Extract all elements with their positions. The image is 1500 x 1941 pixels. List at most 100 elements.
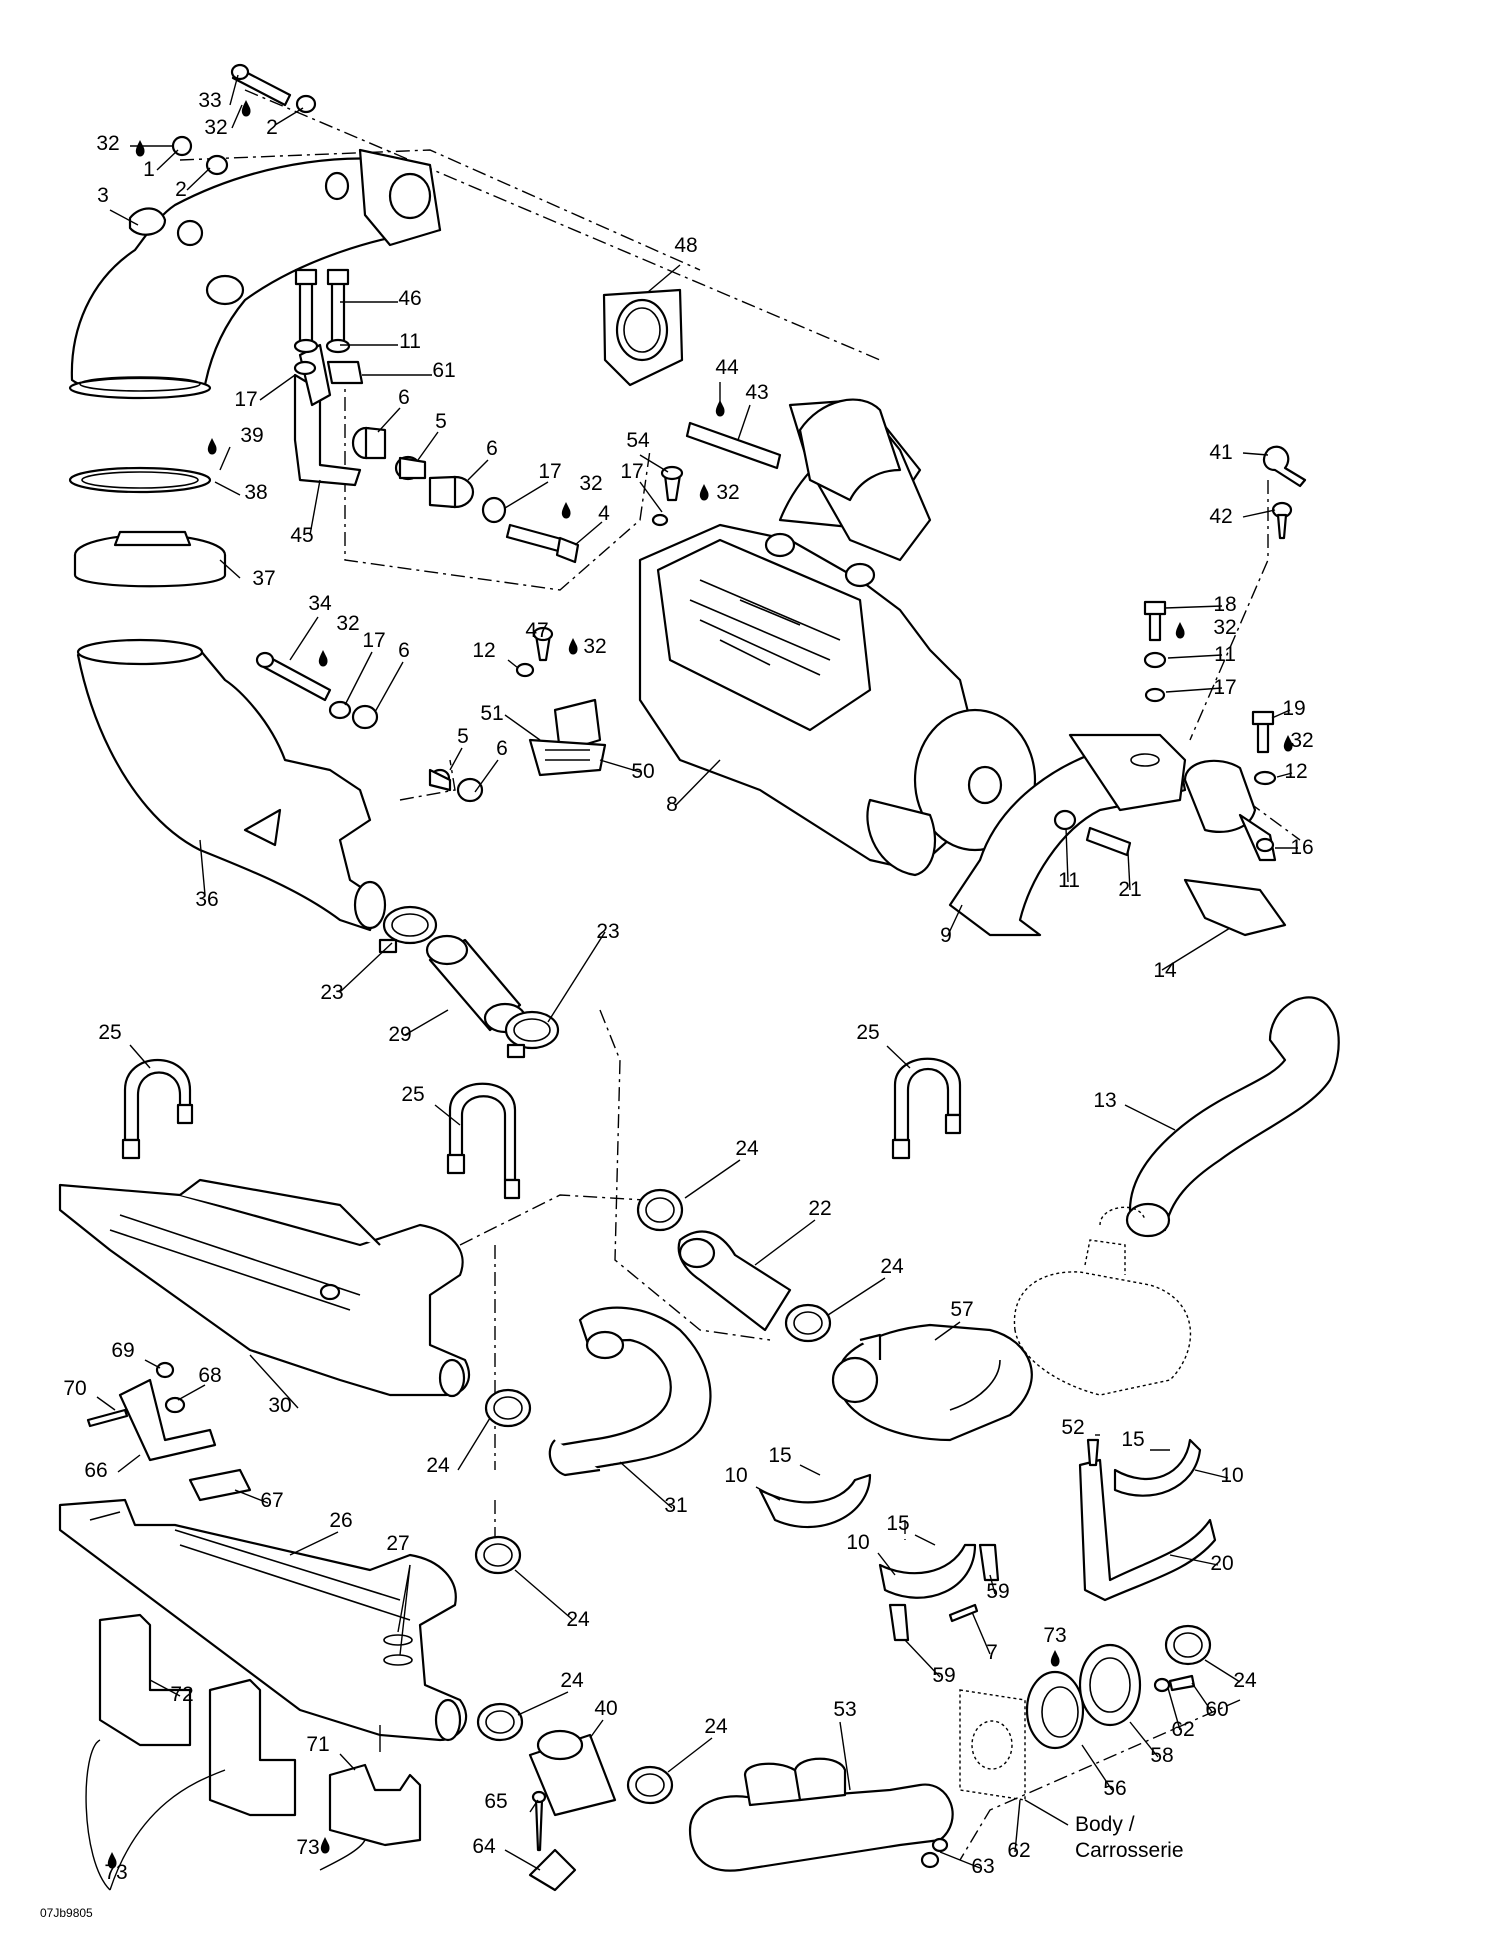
callout-c19: 19	[1282, 697, 1305, 720]
callout-c4: 4	[598, 502, 610, 525]
callout-c32f: 32	[583, 635, 606, 658]
callout-c10a: 10	[1220, 1464, 1243, 1487]
callout-c6c: 6	[398, 639, 410, 662]
screw-42	[1271, 501, 1293, 540]
callout-c67: 67	[260, 1489, 283, 1512]
clamp-24-g	[626, 1765, 674, 1805]
clamp-24-e	[476, 1702, 524, 1742]
callout-c73b: 73	[104, 1861, 127, 1884]
callout-c36: 36	[195, 888, 218, 911]
callout-c25c: 25	[401, 1083, 424, 1106]
callout-c52: 52	[1061, 1416, 1084, 1439]
fitting-51	[515, 626, 607, 777]
washer-11-bolt-21	[1053, 809, 1132, 857]
callout-c59a: 59	[986, 1580, 1009, 1603]
strap-25-right	[891, 1057, 962, 1160]
callout-c24a: 24	[735, 1137, 759, 1160]
callout-c48: 48	[674, 234, 697, 257]
bracket-10-right	[1113, 1438, 1202, 1497]
callout-c69: 69	[111, 1339, 134, 1362]
callout-c1: 1	[143, 158, 155, 181]
callout-c24d: 24	[566, 1608, 590, 1631]
callout-c63: 63	[971, 1855, 994, 1878]
oil-drop-icon	[207, 438, 217, 455]
callout-c5a: 5	[435, 410, 447, 433]
foam-block-71	[328, 1763, 422, 1847]
callout-c17c: 17	[620, 460, 643, 483]
foam-block-72-right	[208, 1678, 297, 1817]
clamp-37	[73, 530, 227, 588]
callout-c32c: 32	[579, 472, 602, 495]
callout-c23b: 23	[320, 981, 343, 1004]
manifold-36	[76, 638, 387, 932]
gasket-48	[602, 288, 684, 387]
callout-c70: 70	[63, 1377, 86, 1400]
callout-c21: 21	[1118, 878, 1141, 901]
flange-56	[1025, 1670, 1085, 1750]
oil-drop-icon	[318, 650, 328, 667]
figure-code: 07Jb9805	[40, 1906, 93, 1920]
callout-c24c: 24	[426, 1454, 450, 1477]
callout-c73c: 73	[296, 1836, 319, 1859]
callout-c17d: 17	[362, 629, 385, 652]
callout-c26: 26	[329, 1509, 352, 1532]
callout-c37: 37	[252, 567, 275, 590]
callout-c14: 14	[1153, 959, 1177, 982]
callout-c34: 34	[308, 592, 332, 615]
callout-c32b: 32	[96, 132, 119, 155]
clamp-24-b	[784, 1303, 832, 1343]
oil-drop-icon	[1175, 622, 1185, 639]
leader-lines	[96, 74, 1298, 1871]
callout-c45: 45	[290, 524, 313, 547]
callout-c59b: 59	[932, 1664, 955, 1687]
strap-25-left	[121, 1059, 194, 1160]
callout-c24e: 24	[560, 1669, 584, 1692]
callout-c25a: 25	[98, 1021, 121, 1044]
callout-c2b: 2	[175, 178, 187, 201]
callout-c30: 30	[268, 1394, 291, 1417]
callout-c32d: 32	[716, 481, 739, 504]
bracket-45	[293, 343, 362, 487]
callout-c11c: 11	[1058, 869, 1080, 892]
bolts-right	[1143, 600, 1277, 786]
callout-c24b: 24	[880, 1255, 904, 1278]
oil-drop-icon	[715, 400, 725, 417]
spacer-set-upper	[351, 426, 580, 564]
coupler-22	[677, 1230, 792, 1332]
callout-c13: 13	[1093, 1089, 1116, 1112]
clamp-24-a	[636, 1188, 684, 1232]
callout-c62b: 62	[1007, 1839, 1030, 1862]
callout-c10c: 10	[846, 1531, 869, 1554]
callout-c68: 68	[198, 1364, 221, 1387]
tie-41	[1262, 445, 1307, 488]
callout-c50: 50	[631, 760, 654, 783]
arrows-72	[85, 1725, 381, 1891]
callout-c33: 33	[198, 89, 221, 112]
callout-c12b: 12	[1284, 760, 1307, 783]
callout-c40: 40	[594, 1697, 617, 1720]
callout-c27: 27	[386, 1532, 409, 1555]
callout-c64: 64	[472, 1835, 496, 1858]
callout-c73a: 73	[1043, 1624, 1066, 1647]
callout-c32e: 32	[336, 612, 359, 635]
bracket-10-left	[758, 1473, 872, 1529]
exhaust-elbow	[798, 398, 902, 502]
tuned-pipe-26	[58, 1498, 468, 1742]
screw-7	[948, 1603, 979, 1623]
fasteners-60-62	[920, 1624, 1212, 1869]
callout-c43: 43	[745, 381, 768, 404]
pipe-31	[548, 1306, 712, 1477]
exhaust-manifold-3	[68, 148, 442, 400]
callout-c56: 56	[1103, 1777, 1126, 1800]
callout-c10b: 10	[724, 1464, 747, 1487]
hose-13	[1125, 996, 1340, 1238]
callout-c32h: 32	[1290, 729, 1313, 752]
clamp-24-c	[484, 1388, 532, 1428]
callout-c5b: 5	[457, 725, 469, 748]
callout-c3: 3	[97, 184, 109, 207]
clamp-23-left	[378, 905, 438, 954]
callout-c62a: 62	[1171, 1718, 1194, 1741]
callout-c72: 72	[170, 1683, 193, 1706]
heat-shield-9	[948, 733, 1187, 937]
